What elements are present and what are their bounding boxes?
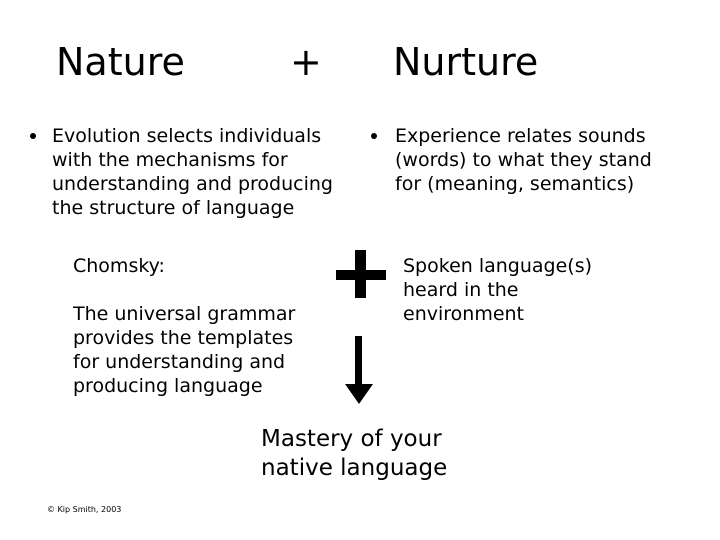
bullet-line: for (meaning, semantics)	[395, 173, 635, 195]
bullet-icon	[30, 133, 36, 139]
bullet-icon	[371, 133, 377, 139]
quote-line: for understanding and	[73, 351, 286, 373]
bullet-line: (words) to what they stand	[395, 149, 652, 171]
quote-line: provides the templates	[73, 327, 294, 349]
bullet-line: understanding and producing	[52, 173, 333, 195]
result-line: Mastery of your	[261, 426, 442, 452]
plus-operator: +	[290, 40, 322, 84]
nurture-bullet: Experience relates sounds (words) to wha…	[395, 124, 652, 196]
bullet-line: the structure of language	[52, 197, 295, 219]
quote-line: The universal grammar	[73, 303, 296, 325]
nature-bullet: Evolution selects individuals with the m…	[52, 124, 333, 220]
copyright-credit: © Kip Smith, 2003	[47, 505, 122, 514]
input-line: environment	[403, 303, 525, 325]
quote-line: producing language	[73, 375, 263, 397]
bullet-line: Evolution selects individuals	[52, 125, 322, 147]
result-line: native language	[261, 455, 448, 481]
chomsky-label: Chomsky:	[73, 255, 165, 277]
bullet-line: with the mechanisms for	[52, 149, 288, 171]
input-line: heard in the	[403, 279, 519, 301]
arrow-down-icon	[344, 336, 374, 404]
environment-input: Spoken language(s) heard in the environm…	[403, 254, 592, 326]
nature-title: Nature	[56, 40, 185, 84]
bullet-line: Experience relates sounds	[395, 125, 646, 147]
result-text: Mastery of your native language	[261, 425, 447, 483]
plus-icon	[336, 250, 386, 298]
chomsky-quote: The universal grammar provides the templ…	[73, 302, 295, 398]
input-line: Spoken language(s)	[403, 255, 593, 277]
nurture-title: Nurture	[393, 40, 539, 84]
